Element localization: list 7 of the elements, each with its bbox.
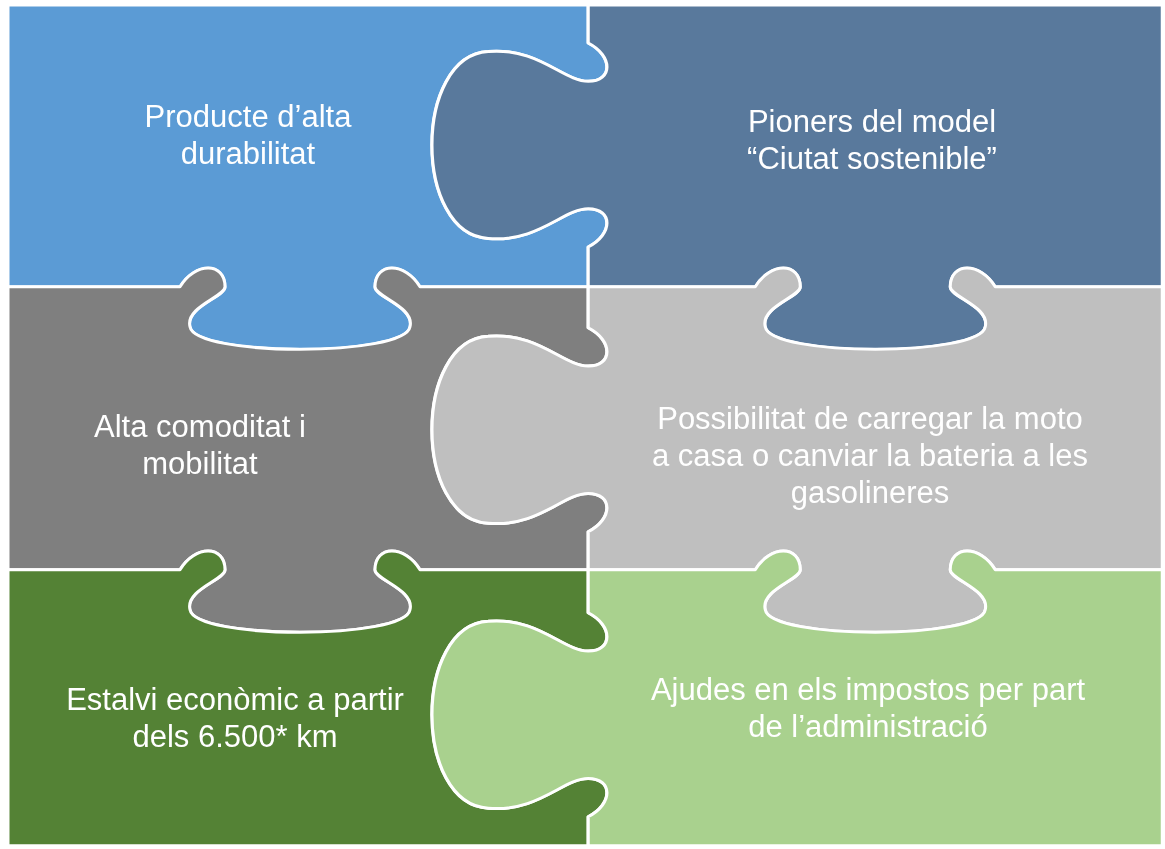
piece-label: Producte d’alta durabilitat: [143, 98, 353, 172]
piece-label: Possibilitat de carregar la moto a casa o canviar la bateria a les gasolineres: [651, 399, 1089, 511]
piece-label: Ajudes en els impostos per part de l’administració: [649, 671, 1087, 745]
piece-label: Estalvi econòmic a partir dels 6.500* km: [65, 681, 405, 755]
puzzle-piece: [429, 549, 1164, 848]
piece-label: Alta comoditat i mobilitat: [93, 408, 307, 482]
piece-label: Pioners del model “Ciutat sostenible”: [746, 103, 998, 177]
